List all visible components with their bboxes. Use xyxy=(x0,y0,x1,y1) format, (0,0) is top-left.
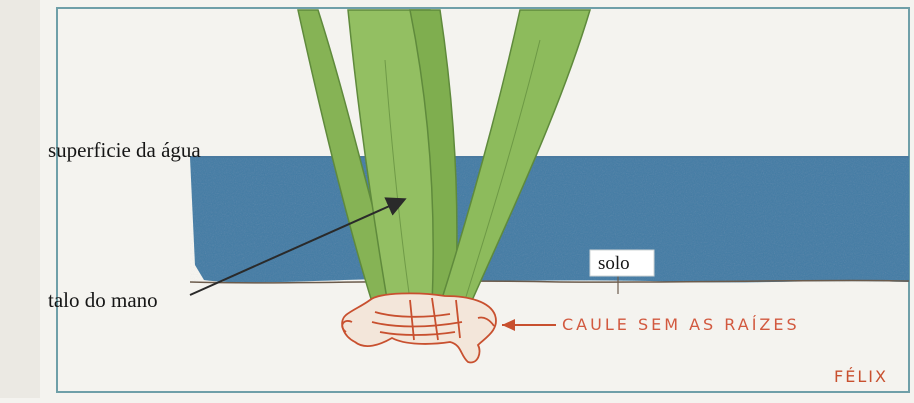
water-surface-label: superficie da água xyxy=(48,140,201,161)
stem-note-label: CAULE SEM AS RAÍZES xyxy=(562,317,800,333)
page-margin-shadow xyxy=(0,0,40,398)
water-body xyxy=(190,157,909,282)
author-signature: FÉLIX xyxy=(834,369,888,385)
stalk-label: talo do mano xyxy=(48,290,158,311)
soil-label: solo xyxy=(598,254,630,273)
